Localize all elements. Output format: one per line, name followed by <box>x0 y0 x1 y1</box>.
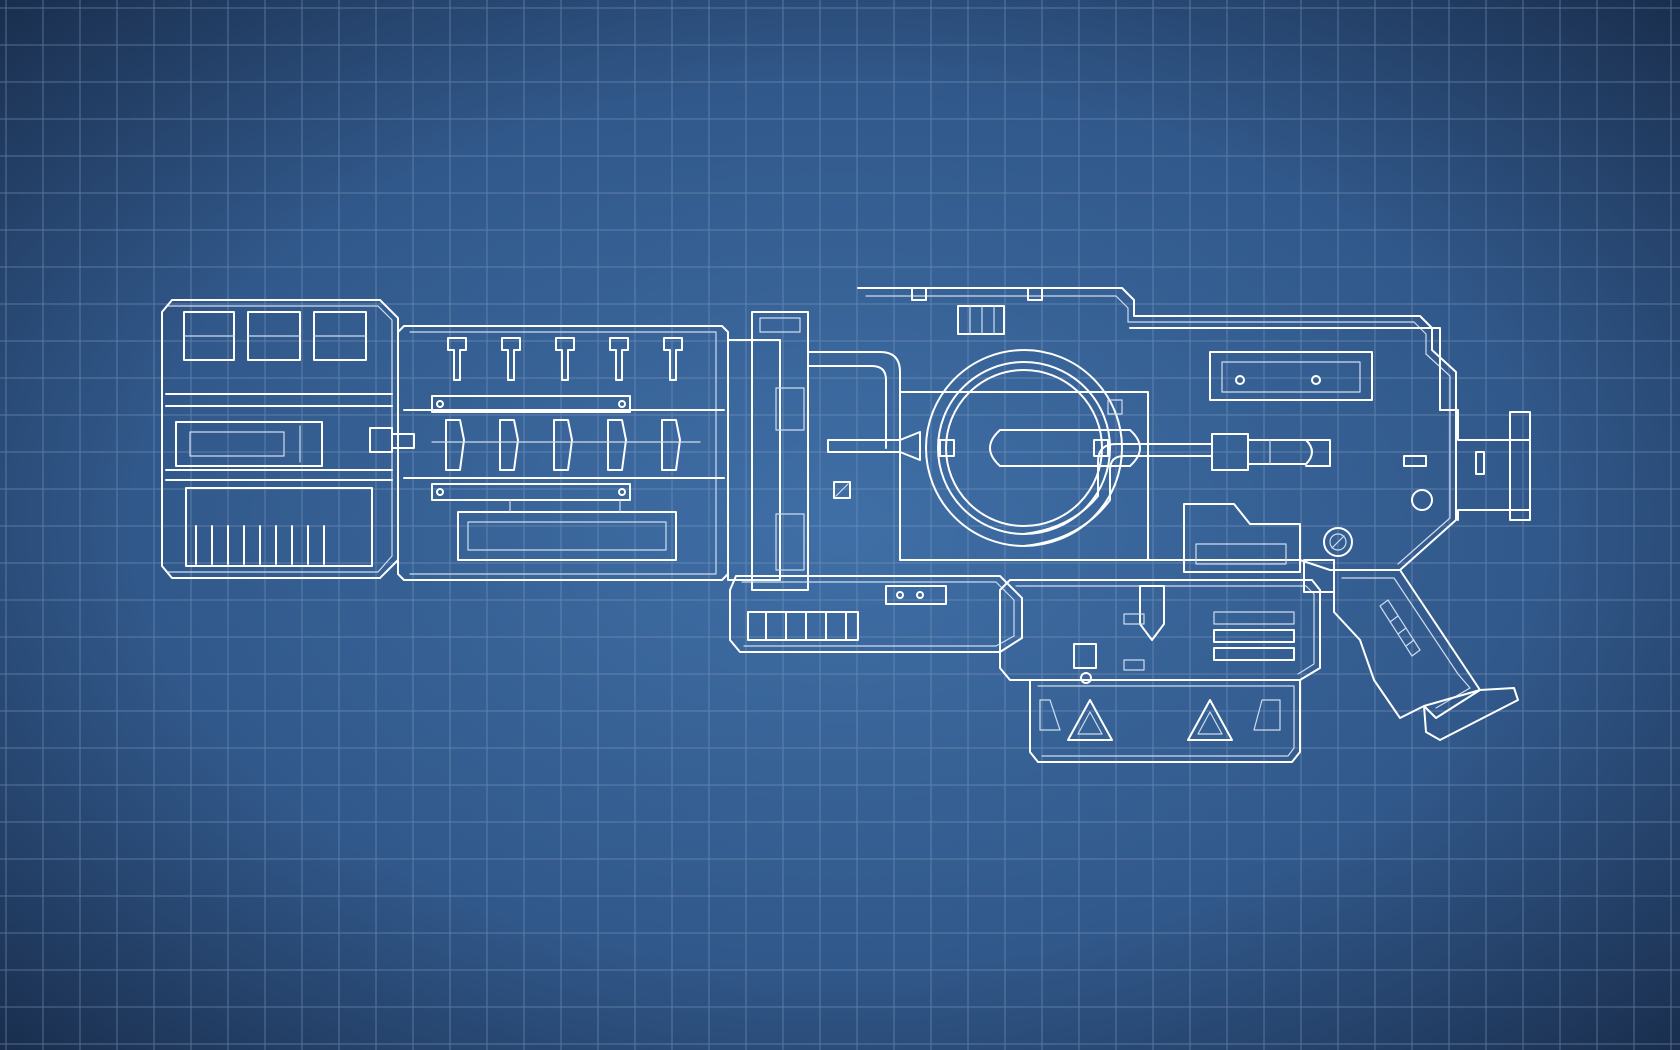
power-cell-magazine <box>999 579 1321 763</box>
muzzle-block <box>161 299 415 579</box>
blaster-drawing <box>161 287 1531 763</box>
pistol-grip <box>1303 527 1519 741</box>
side-plate <box>1183 503 1301 573</box>
core-chamber <box>899 349 1331 561</box>
barrel-shroud <box>397 325 729 581</box>
